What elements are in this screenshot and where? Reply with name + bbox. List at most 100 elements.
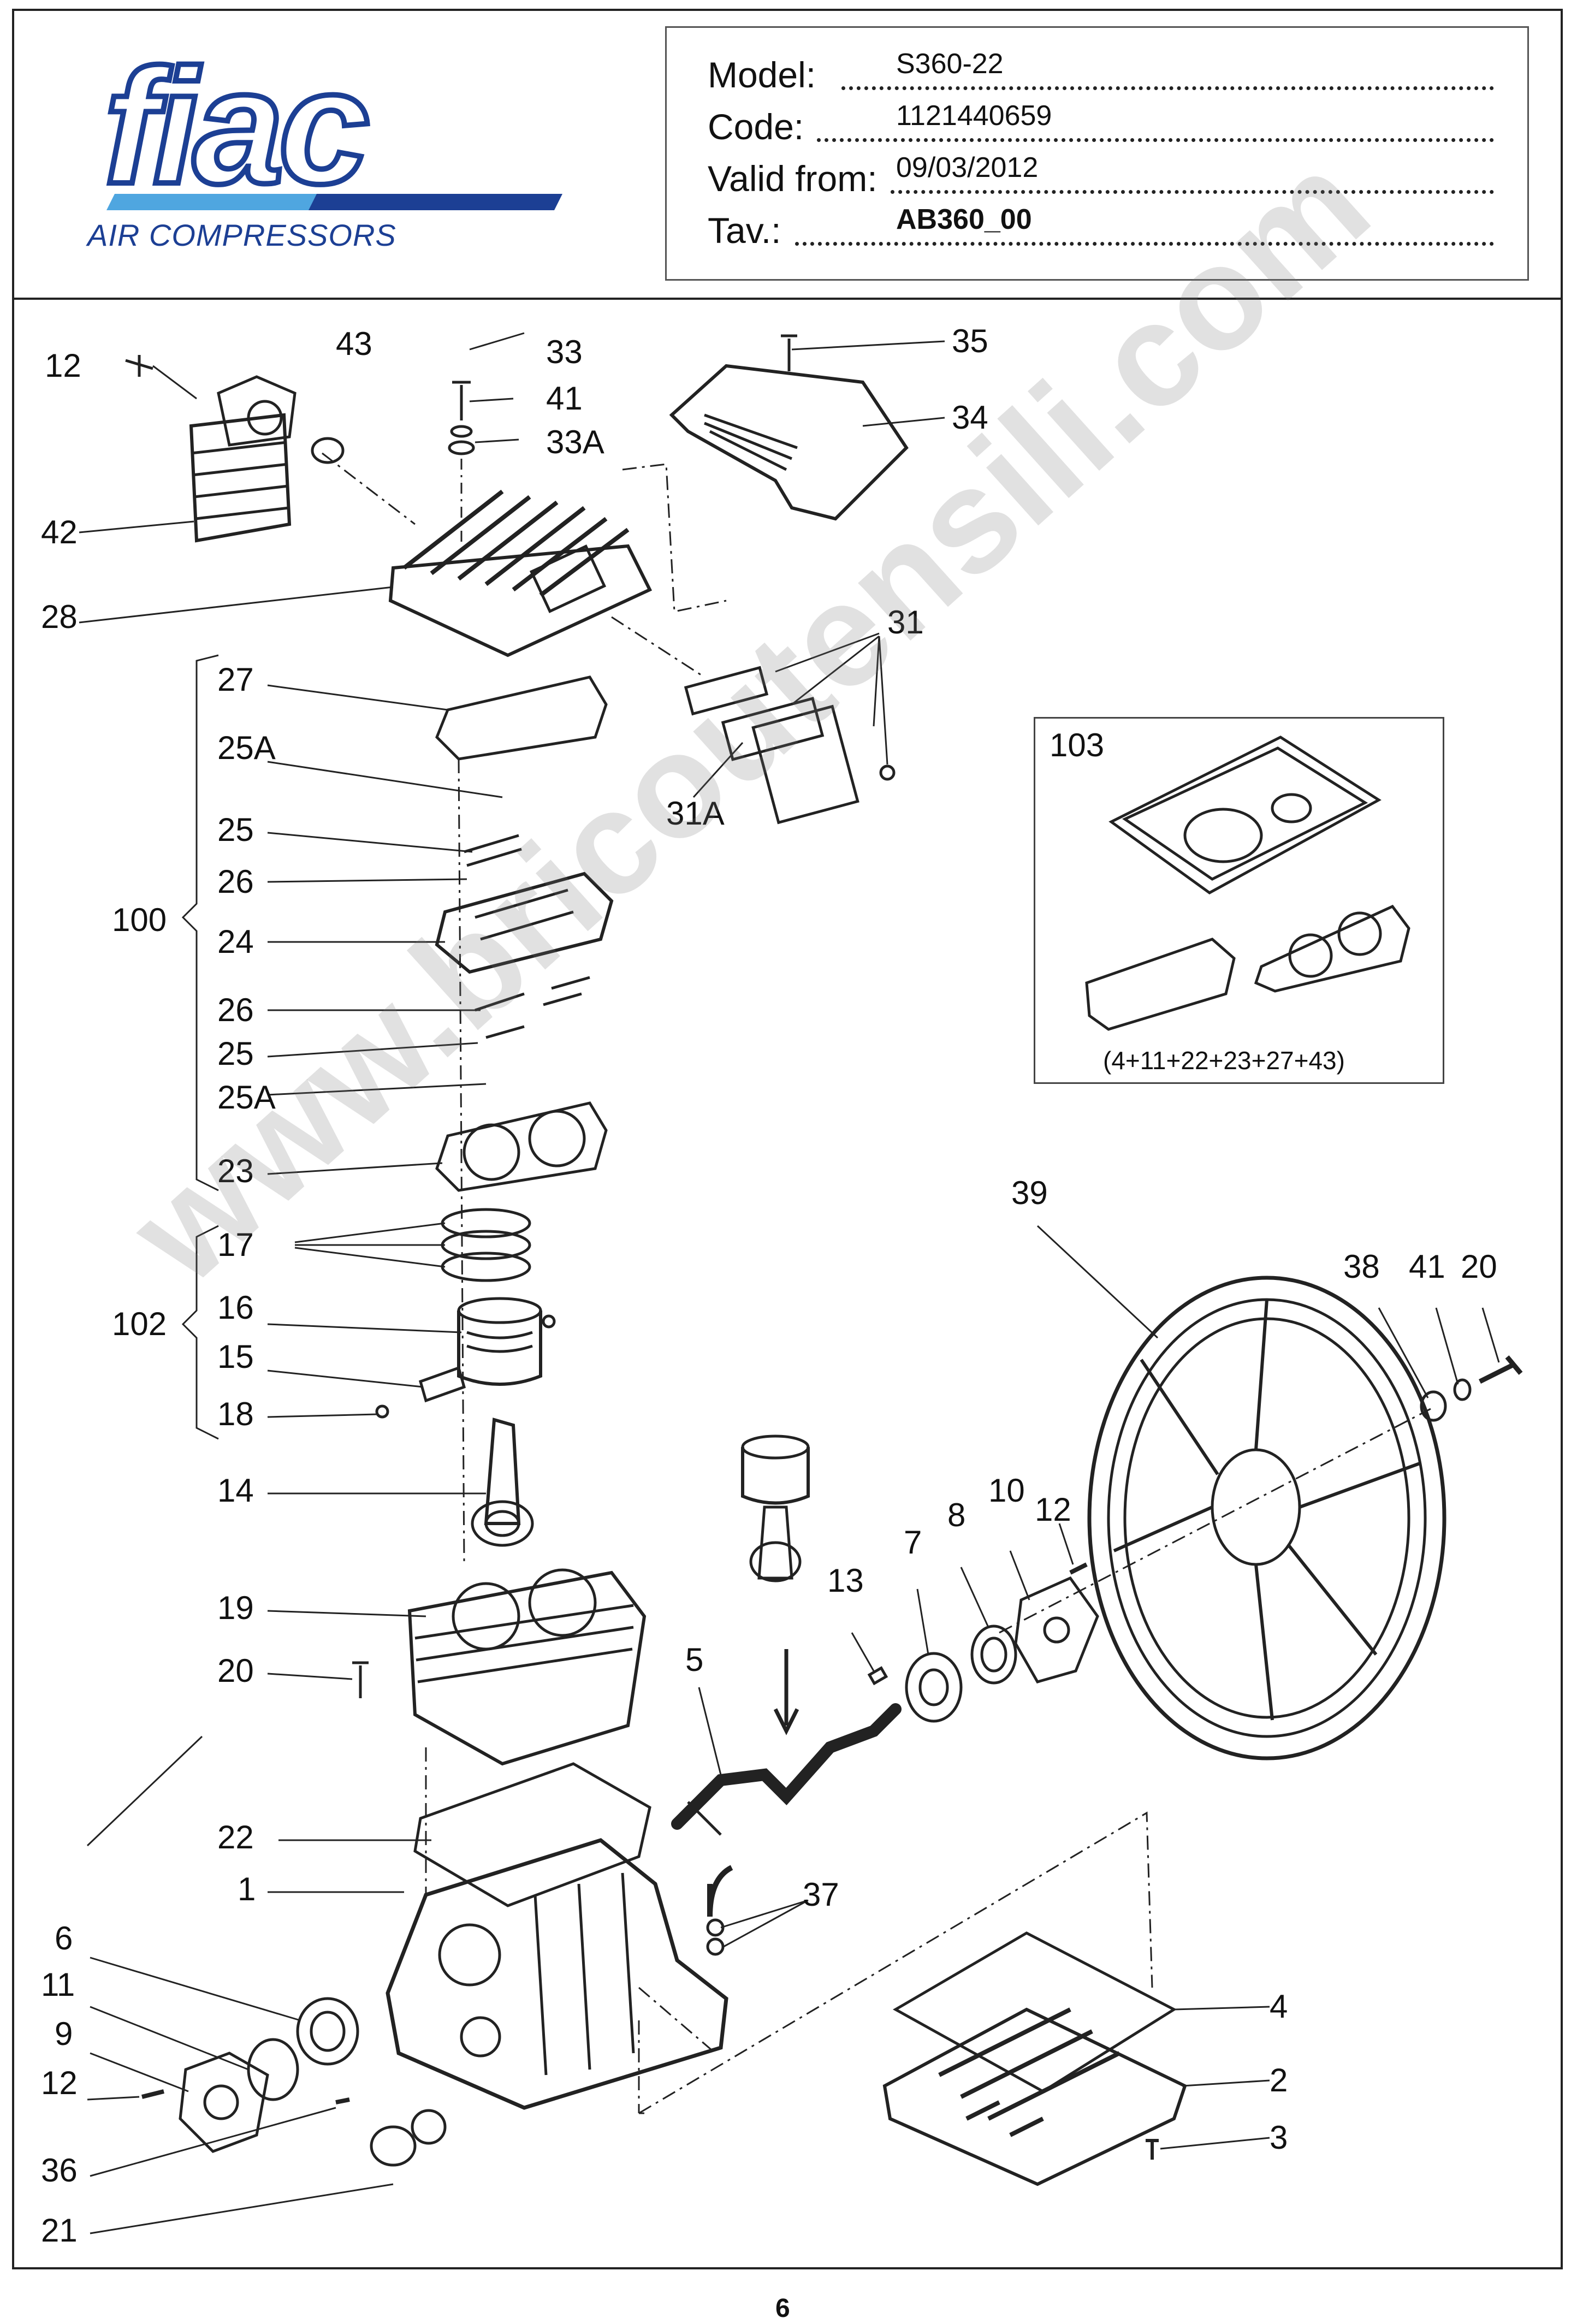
part-head-bolt-stack <box>448 381 475 546</box>
part-gasket-27 <box>435 675 608 761</box>
model-info-box: Model: S360-22 Code: 1121440659 Valid fr… <box>665 26 1529 281</box>
callout-34: 34 <box>952 399 988 436</box>
callout-43: 43 <box>336 325 372 362</box>
callout-35: 35 <box>952 323 988 359</box>
callout-38: 38 <box>1343 1248 1380 1285</box>
assembly-arrow <box>773 1649 799 1735</box>
code-dots <box>817 138 1494 142</box>
part-washer-38 <box>1420 1390 1447 1422</box>
part-cylinder-head <box>388 489 653 657</box>
callout-25-top: 25 <box>217 811 254 848</box>
part-bolt-20-pulley <box>1478 1355 1523 1384</box>
callout-4: 4 <box>1270 1988 1288 2025</box>
header-divider <box>12 298 1563 300</box>
kit-gasket-set <box>1085 736 1410 1031</box>
callout-25a-top: 25A <box>217 730 276 766</box>
callout-6: 6 <box>55 1920 73 1957</box>
callout-13: 13 <box>827 1562 864 1599</box>
code-label: Code: <box>708 106 804 147</box>
group-bracket-100 <box>181 654 219 1191</box>
callout-9: 9 <box>55 2015 73 2052</box>
model-label: Model: <box>708 55 816 95</box>
part-crankshaft <box>671 1649 902 1836</box>
part-clip-18b <box>542 1314 556 1329</box>
callout-3: 3 <box>1270 2119 1288 2156</box>
part-crankcase <box>386 1838 728 2110</box>
callout-10: 10 <box>988 1472 1025 1509</box>
callout-12-cover10: 12 <box>1035 1491 1071 1528</box>
callout-21: 21 <box>41 2212 78 2249</box>
callout-20-pulley: 20 <box>1461 1248 1497 1285</box>
part-screw-36 <box>335 2097 350 2104</box>
page-number: 6 <box>775 2294 790 2323</box>
callout-14: 14 <box>217 1472 254 1509</box>
callout-102: 102 <box>112 1306 167 1342</box>
callout-11: 11 <box>41 1966 75 2003</box>
callout-27: 27 <box>217 661 254 698</box>
callout-37: 37 <box>803 1876 839 1913</box>
part-piston <box>457 1297 542 1386</box>
part-valve-plate <box>435 834 614 1039</box>
logo-tagline: AIR COMPRESSORS <box>87 218 396 252</box>
callout-15: 15 <box>217 1338 254 1375</box>
callout-26-bottom: 26 <box>217 992 254 1028</box>
logo-lettering: fiac <box>101 52 376 221</box>
callout-42: 42 <box>41 514 78 550</box>
part-valve-assembly <box>684 666 896 825</box>
tav-label: Tav.: <box>708 210 781 251</box>
callout-19: 19 <box>217 1590 254 1626</box>
callout-41-pulley: 41 <box>1409 1248 1445 1285</box>
callout-33a: 33A <box>546 424 604 460</box>
part-bolt-12-cover <box>141 2089 164 2099</box>
tav-row: Tav.: AB360_00 <box>708 204 1494 254</box>
page-frame <box>12 9 1563 2269</box>
group-bracket-102 <box>181 1225 219 1440</box>
callout-23: 23 <box>217 1153 254 1189</box>
part-gasket-23 <box>435 1101 608 1192</box>
tav-dots <box>795 242 1494 246</box>
tav-value: AB360_00 <box>896 204 1032 235</box>
part-cylinder <box>407 1568 647 1766</box>
part-connecting-rod <box>471 1418 534 1547</box>
assembly-axes <box>322 452 1431 2114</box>
callout-33: 33 <box>546 334 583 370</box>
part-gasket-43 <box>311 437 345 464</box>
leader-lines <box>79 332 1500 2234</box>
valid-from-dots <box>891 190 1494 194</box>
part-bolt-20-cylinder <box>352 1661 369 1698</box>
code-row: Code: 1121440659 <box>708 100 1494 151</box>
part-intake-filter <box>189 375 297 543</box>
part-seal-8 <box>970 1625 1017 1685</box>
callout-103: 103 <box>1050 727 1105 763</box>
callout-12: 12 <box>45 347 81 384</box>
valid-from-label: Valid from: <box>708 158 878 199</box>
callout-20-cylinder: 20 <box>217 1652 254 1689</box>
callout-7: 7 <box>904 1524 922 1561</box>
part-bottom-cover-2 <box>882 2007 1187 2186</box>
part-piston-rod-assembly <box>741 1434 810 1582</box>
part-key-13 <box>867 1666 888 1686</box>
callout-12-cover9: 12 <box>41 2065 78 2101</box>
valid-from-row: Valid from: 09/03/2012 <box>708 152 1494 203</box>
part-cover-10 <box>1014 1576 1099 1683</box>
part-cover <box>669 334 909 521</box>
part-screw-3 <box>1146 2139 1159 2160</box>
part-clip-18 <box>375 1404 389 1419</box>
part-piston-pin <box>418 1366 466 1403</box>
callout-36: 36 <box>41 2152 78 2189</box>
part-bolt-12-cover10 <box>1069 1562 1088 1575</box>
callout-2: 2 <box>1270 2062 1288 2098</box>
callout-39: 39 <box>1011 1175 1048 1211</box>
callout-26-top: 26 <box>217 863 254 900</box>
part-washer-41 <box>1453 1378 1472 1401</box>
part-gasket-22 <box>413 1762 651 1907</box>
part-bearing-6 <box>296 1997 359 2066</box>
callout-18: 18 <box>217 1396 254 1432</box>
model-row: Model: S360-22 <box>708 48 1494 99</box>
callout-16: 16 <box>217 1289 254 1326</box>
callout-17: 17 <box>217 1226 254 1263</box>
logo-stripe-dark <box>309 194 562 210</box>
callout-22: 22 <box>217 1819 254 1855</box>
callout-8: 8 <box>947 1497 966 1533</box>
